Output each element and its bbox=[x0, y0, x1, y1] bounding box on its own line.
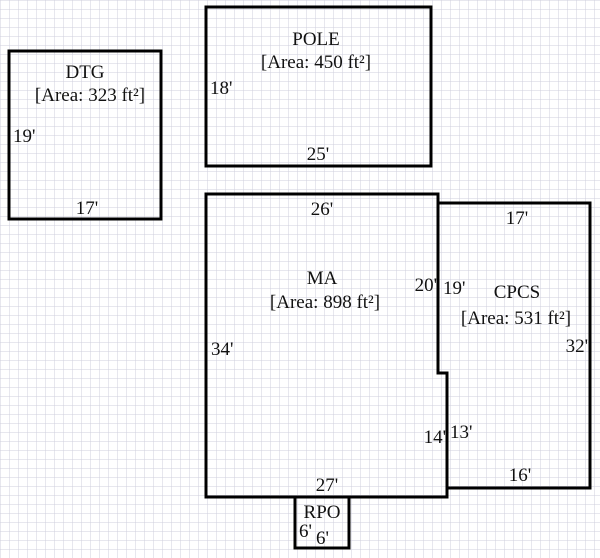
cpcs-dim-left-upper: 19' bbox=[443, 278, 465, 299]
cpcs-area: [Area: 531 ft²] bbox=[461, 308, 571, 329]
rpo-name: RPO bbox=[304, 502, 341, 523]
ma-dim-right-lower: 14' bbox=[424, 427, 446, 448]
room-ma[interactable]: 26' MA [Area: 898 ft²] 34' 20' 14' 27' bbox=[204, 192, 449, 499]
dtg-name: DTG bbox=[65, 62, 104, 83]
cpcs-dim-top: 17' bbox=[506, 208, 528, 229]
rpo-walls bbox=[293, 495, 351, 550]
pole-dim-left: 18' bbox=[210, 78, 232, 99]
room-dtg[interactable]: DTG [Area: 323 ft²] 19' 17' bbox=[7, 49, 163, 221]
ma-name: MA bbox=[307, 268, 338, 289]
dtg-dim-bottom: 17' bbox=[76, 198, 98, 219]
ma-walls bbox=[204, 192, 449, 499]
ma-area: [Area: 898 ft²] bbox=[270, 292, 380, 313]
ma-dim-bottom: 27' bbox=[316, 475, 338, 496]
cpcs-dim-bottom: 16' bbox=[509, 465, 531, 486]
pole-dim-bottom: 25' bbox=[307, 144, 329, 165]
ma-dim-left: 34' bbox=[211, 339, 233, 360]
room-rpo[interactable]: RPO 6' 6' bbox=[293, 495, 351, 550]
ma-dim-top: 26' bbox=[311, 199, 333, 220]
cpcs-dim-right: 32' bbox=[566, 336, 588, 357]
dtg-area: [Area: 323 ft²] bbox=[35, 85, 145, 106]
pole-area: [Area: 450 ft²] bbox=[261, 52, 371, 73]
rpo-dim-left: 6' bbox=[299, 521, 312, 542]
dtg-dim-left: 19' bbox=[13, 126, 35, 147]
pole-name: POLE bbox=[292, 29, 340, 50]
room-cpcs[interactable]: 17' 19' CPCS [Area: 531 ft²] 32' 13' 16' bbox=[438, 201, 592, 490]
cpcs-walls bbox=[438, 201, 592, 490]
pole-walls bbox=[204, 5, 433, 168]
cpcs-dim-left-lower: 13' bbox=[450, 422, 472, 443]
rpo-dim-bottom: 6' bbox=[316, 528, 329, 549]
dtg-walls bbox=[7, 49, 163, 221]
room-pole[interactable]: POLE [Area: 450 ft²] 18' 25' bbox=[204, 5, 433, 168]
cpcs-name: CPCS bbox=[494, 282, 540, 303]
ma-dim-right-upper: 20' bbox=[415, 275, 437, 296]
